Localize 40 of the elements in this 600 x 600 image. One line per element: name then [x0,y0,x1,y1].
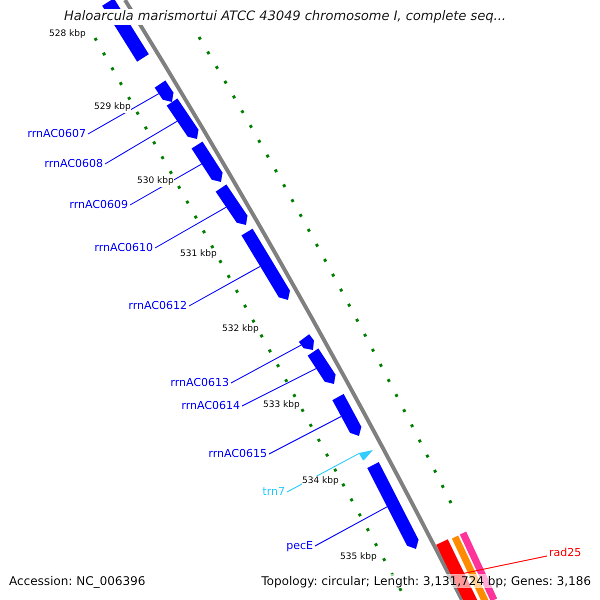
gene-feature [192,142,223,182]
gene-feature [359,450,373,460]
position-label: 530 kbp [137,176,174,187]
gene-label: rrnAC0607 [27,127,86,140]
gene-feature [154,80,174,102]
leader-line [230,344,302,384]
position-label: 529 kbp [94,102,131,113]
gene-label: rrnAC0609 [69,198,128,212]
gene-feature [367,462,419,549]
gene-feature [241,228,290,300]
leader-line [242,368,317,406]
accession-text: Accession: NC_006396 [9,574,146,588]
leader-line [464,556,548,574]
position-label: 535 kbp [340,552,377,563]
position-label: 533 kbp [263,400,300,411]
gene-label: rad25 [549,546,582,560]
leader-line [314,506,388,546]
gene-label: pecE [286,539,313,552]
gene-label: rrnAC0610 [94,241,153,254]
gene-feature [298,334,314,350]
leader-line [154,206,227,248]
gene-label: rrnAC0608 [44,157,103,170]
gene-feature [332,394,362,436]
gene-feature [216,184,248,225]
leader-line [88,93,160,134]
position-label: 531 kbp [180,249,217,260]
leader-line [268,416,342,454]
leader-line [188,266,261,306]
position-label: 528 kbp [49,29,86,40]
gene-label: rrnAC0614 [181,399,240,412]
gene-label: rrnAC0613 [170,376,229,390]
gene-feature [166,98,198,139]
summary-text: Topology: circular; Length: 3,131,724 bp; Genes: 3,186 [261,574,591,588]
leader-line [104,120,178,164]
position-label: 532 kbp [222,324,259,335]
gene-label: rrnAC0612 [128,299,187,312]
position-label: 534 kbp [302,476,339,487]
gene-label: trn7 [262,485,285,498]
gene-label: rrnAC0615 [208,447,267,460]
gene-feature [308,348,336,384]
